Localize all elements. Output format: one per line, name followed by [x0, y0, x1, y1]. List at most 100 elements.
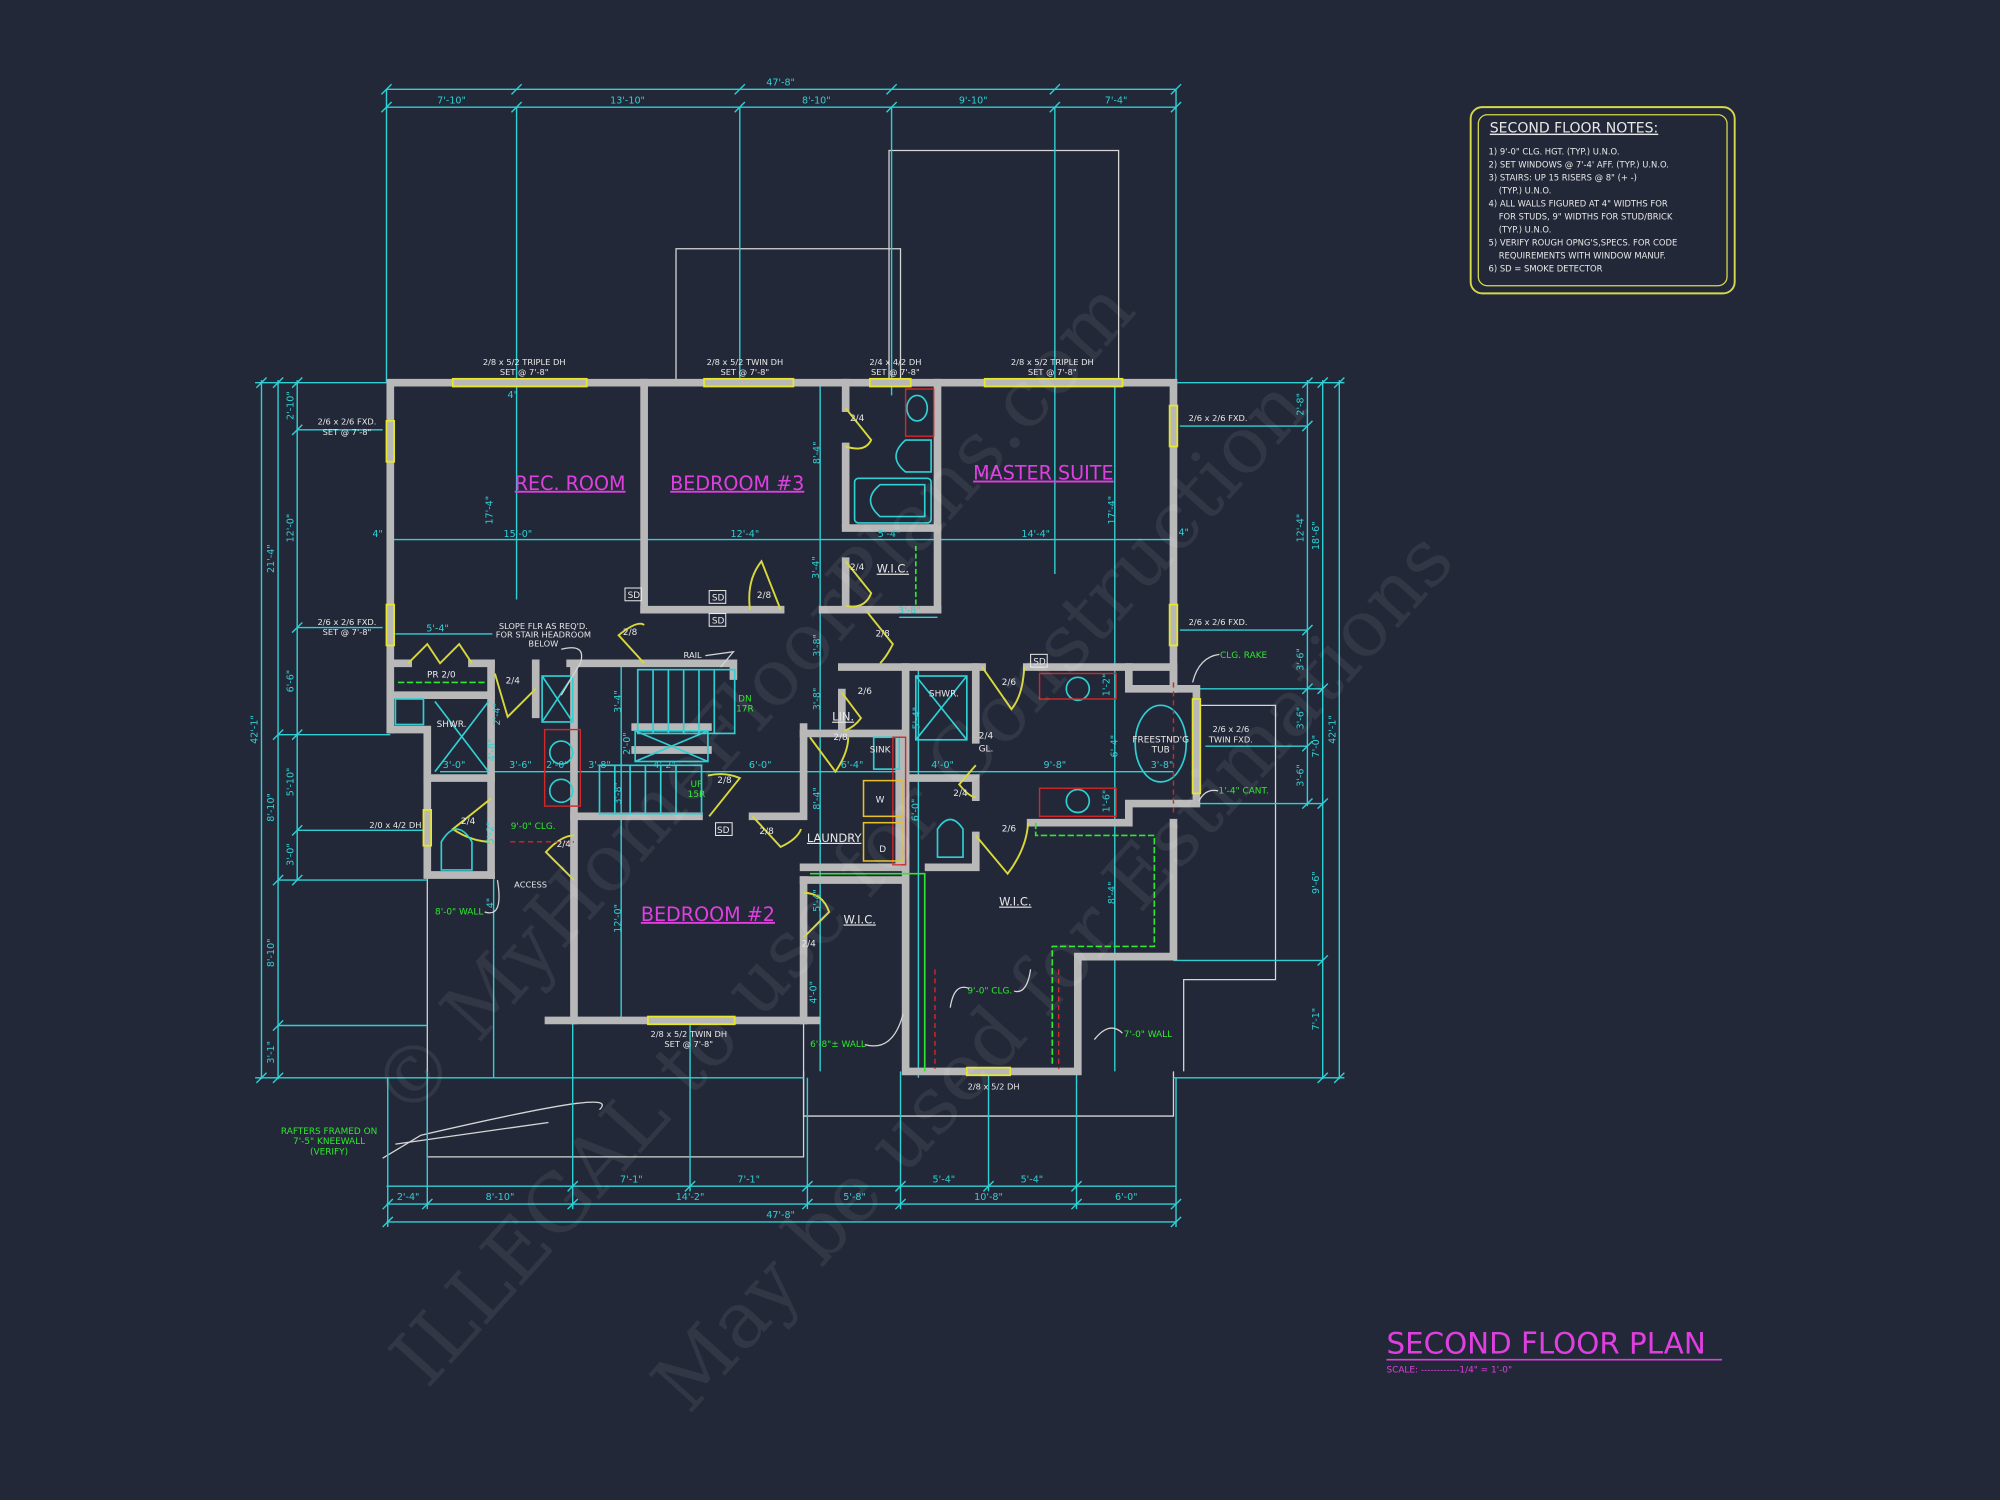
dimension-label: 3'-8" [588, 760, 611, 771]
smoke-detector: SD [717, 826, 730, 836]
room-rec-room: REC. ROOM [515, 472, 626, 495]
dimension-label: 3'-6" [1296, 707, 1307, 730]
annotation-rafters: RAFTERS FRAMED ON [281, 1127, 377, 1137]
window-label: 2/8 x 5/2 TWIN DH [650, 1029, 727, 1039]
dimension-tick [380, 83, 393, 95]
dimension-tick [1049, 83, 1061, 95]
dimension-tick [1301, 740, 1313, 752]
annotation-wall: 8'-0" WALL [435, 908, 483, 918]
dimension-tick [255, 377, 268, 389]
dimension-label: 6'-6" [285, 670, 296, 693]
dimension-label: 1'-2" [1102, 674, 1113, 697]
dimension-label: 5'-10" [285, 768, 296, 797]
dimension-label: 3'-0" [285, 843, 296, 866]
dimension-tick [272, 729, 284, 741]
dimension-label: 4" [486, 898, 497, 908]
dimension-tick [1170, 83, 1182, 95]
annotation-rafters: 7'-5" KNEEWALL [293, 1137, 365, 1147]
dimension-label: 8'-4" [812, 787, 823, 810]
door-label: 2/8 [759, 827, 774, 837]
stair-down-label: 17R [736, 705, 754, 715]
door-label: 2/8 [623, 628, 638, 638]
note-line: 1) 9'-0" CLG. HGT. (TYP.) U.N.O. [1489, 146, 1620, 156]
annotation-ceiling: 9'-0" CLG. [511, 822, 556, 832]
stair-down-label: DN [738, 695, 752, 705]
window-label: 2/8 x 5/2 DH [968, 1081, 1020, 1091]
dimension-label: 14'-4" [1021, 529, 1050, 540]
dimension-label: 7'-10" [437, 95, 466, 106]
dimension-label: 3'-8" [812, 688, 823, 711]
dimension-label: 2'-10" [285, 391, 296, 420]
note-line: 4) ALL WALLS FIGURED AT 4" WIDTHS FOR [1489, 198, 1668, 208]
dimension-label: 7'-0" [1311, 735, 1322, 758]
door-label: 2/4 [802, 939, 817, 949]
dimension-label: 3'-0" [443, 760, 466, 771]
dimension-tick [272, 874, 284, 886]
window-label: 2/0 x 4/2 DH [369, 820, 421, 830]
notes-heading: SECOND FLOOR NOTES: [1490, 121, 1658, 137]
window-label: 2/6 x 2/6 FXD. [317, 617, 376, 627]
dimension-label: 5'-4" [912, 707, 923, 730]
door-labels: 2/4 2/4 2/8 2/8 2/8 2/4 2/4 2/4 2/8 2/8 … [461, 414, 1016, 950]
dimension-tick [1301, 377, 1313, 389]
dimension-label: 17'-4" [484, 496, 495, 525]
dimension-label: 5'-4" [933, 1174, 956, 1185]
dimension-tick [1301, 797, 1313, 810]
dimension-tick [291, 424, 303, 436]
room-shower: SHWR. [929, 689, 959, 699]
dimension-tick [982, 1180, 995, 1192]
dimension-label: 4'-0" [931, 760, 954, 771]
pr-closet-label: PR 2/0 [427, 670, 456, 680]
note-line: (TYP.) U.N.O. [1499, 185, 1552, 195]
dimension-label: 8'-10" [266, 938, 277, 967]
dimension-label: 7'-1" [1311, 1008, 1322, 1031]
dimension-label: 3'-8" [898, 606, 921, 617]
dimension-tick [885, 83, 898, 95]
dimension-tick [1301, 420, 1313, 432]
dimension-label: 18'-6" [1311, 521, 1322, 550]
dimension-label: 6'-0" [749, 760, 772, 771]
smoke-detector: SD [628, 591, 641, 601]
fixtures [394, 388, 1188, 1072]
dimension-tick [1170, 1198, 1182, 1210]
dimension-label: 4'-0" [808, 981, 819, 1004]
dimension-tick [421, 1198, 433, 1210]
dimension-label: 6'-4" [841, 760, 864, 771]
note-line: FOR STUDS, 9" WIDTHS FOR STUD/BRICK [1499, 211, 1673, 221]
window-label: 2/8 x 5/2 TWIN DH [707, 357, 784, 367]
dimension-tick [801, 1180, 813, 1192]
dimension-label: 3'-1" [266, 1041, 277, 1064]
annotation-rail: RAIL [684, 650, 703, 660]
annotation-clg-rake: CLG. RAKE [1220, 651, 1268, 661]
walls [386, 378, 1201, 1076]
dimension-label: 12'-4" [731, 529, 760, 540]
dimension-tick [382, 1216, 394, 1228]
dimension-label: 5'-4" [812, 889, 823, 912]
door-label: 2/4 [979, 732, 994, 742]
dimension-label: 21'-4" [266, 544, 277, 573]
dimension-tick [291, 377, 303, 389]
annotation-slope: BELOW [528, 639, 558, 649]
dimension-label: 2'-4" [397, 1192, 420, 1203]
window-label: SET @ 7'-8" [1028, 367, 1077, 377]
window-label: SET @ 7'-8" [721, 367, 770, 377]
dimension-tick [1301, 624, 1313, 636]
dimension-tick [1317, 377, 1329, 389]
dimension-label: 9'-8" [1044, 760, 1067, 771]
dimension-label: 4" [1178, 528, 1188, 539]
doors [407, 407, 1030, 939]
room-shower: SHWR. [437, 720, 467, 730]
room-bedroom-3: BEDROOM #3 [670, 472, 804, 495]
dimension-label: 10'-8" [974, 1192, 1003, 1203]
dimension-tick [291, 874, 303, 886]
dimension-label: 3'-6" [1296, 764, 1307, 787]
dimension-label: 5'-4" [878, 529, 901, 540]
dimension-label: 8'-4" [812, 442, 823, 465]
window-label: 2/6 x 2/6 FXD. [317, 417, 376, 427]
door-label: 2/8 [757, 591, 772, 601]
dimension-tick [885, 101, 898, 113]
note-line: 5) VERIFY ROUGH OPNG'S,SPECS. FOR CODE [1489, 237, 1678, 247]
door-label: 2/6 [858, 687, 873, 697]
dimension-tick [801, 1198, 813, 1210]
window-label: TWIN FXD. [1208, 734, 1253, 744]
